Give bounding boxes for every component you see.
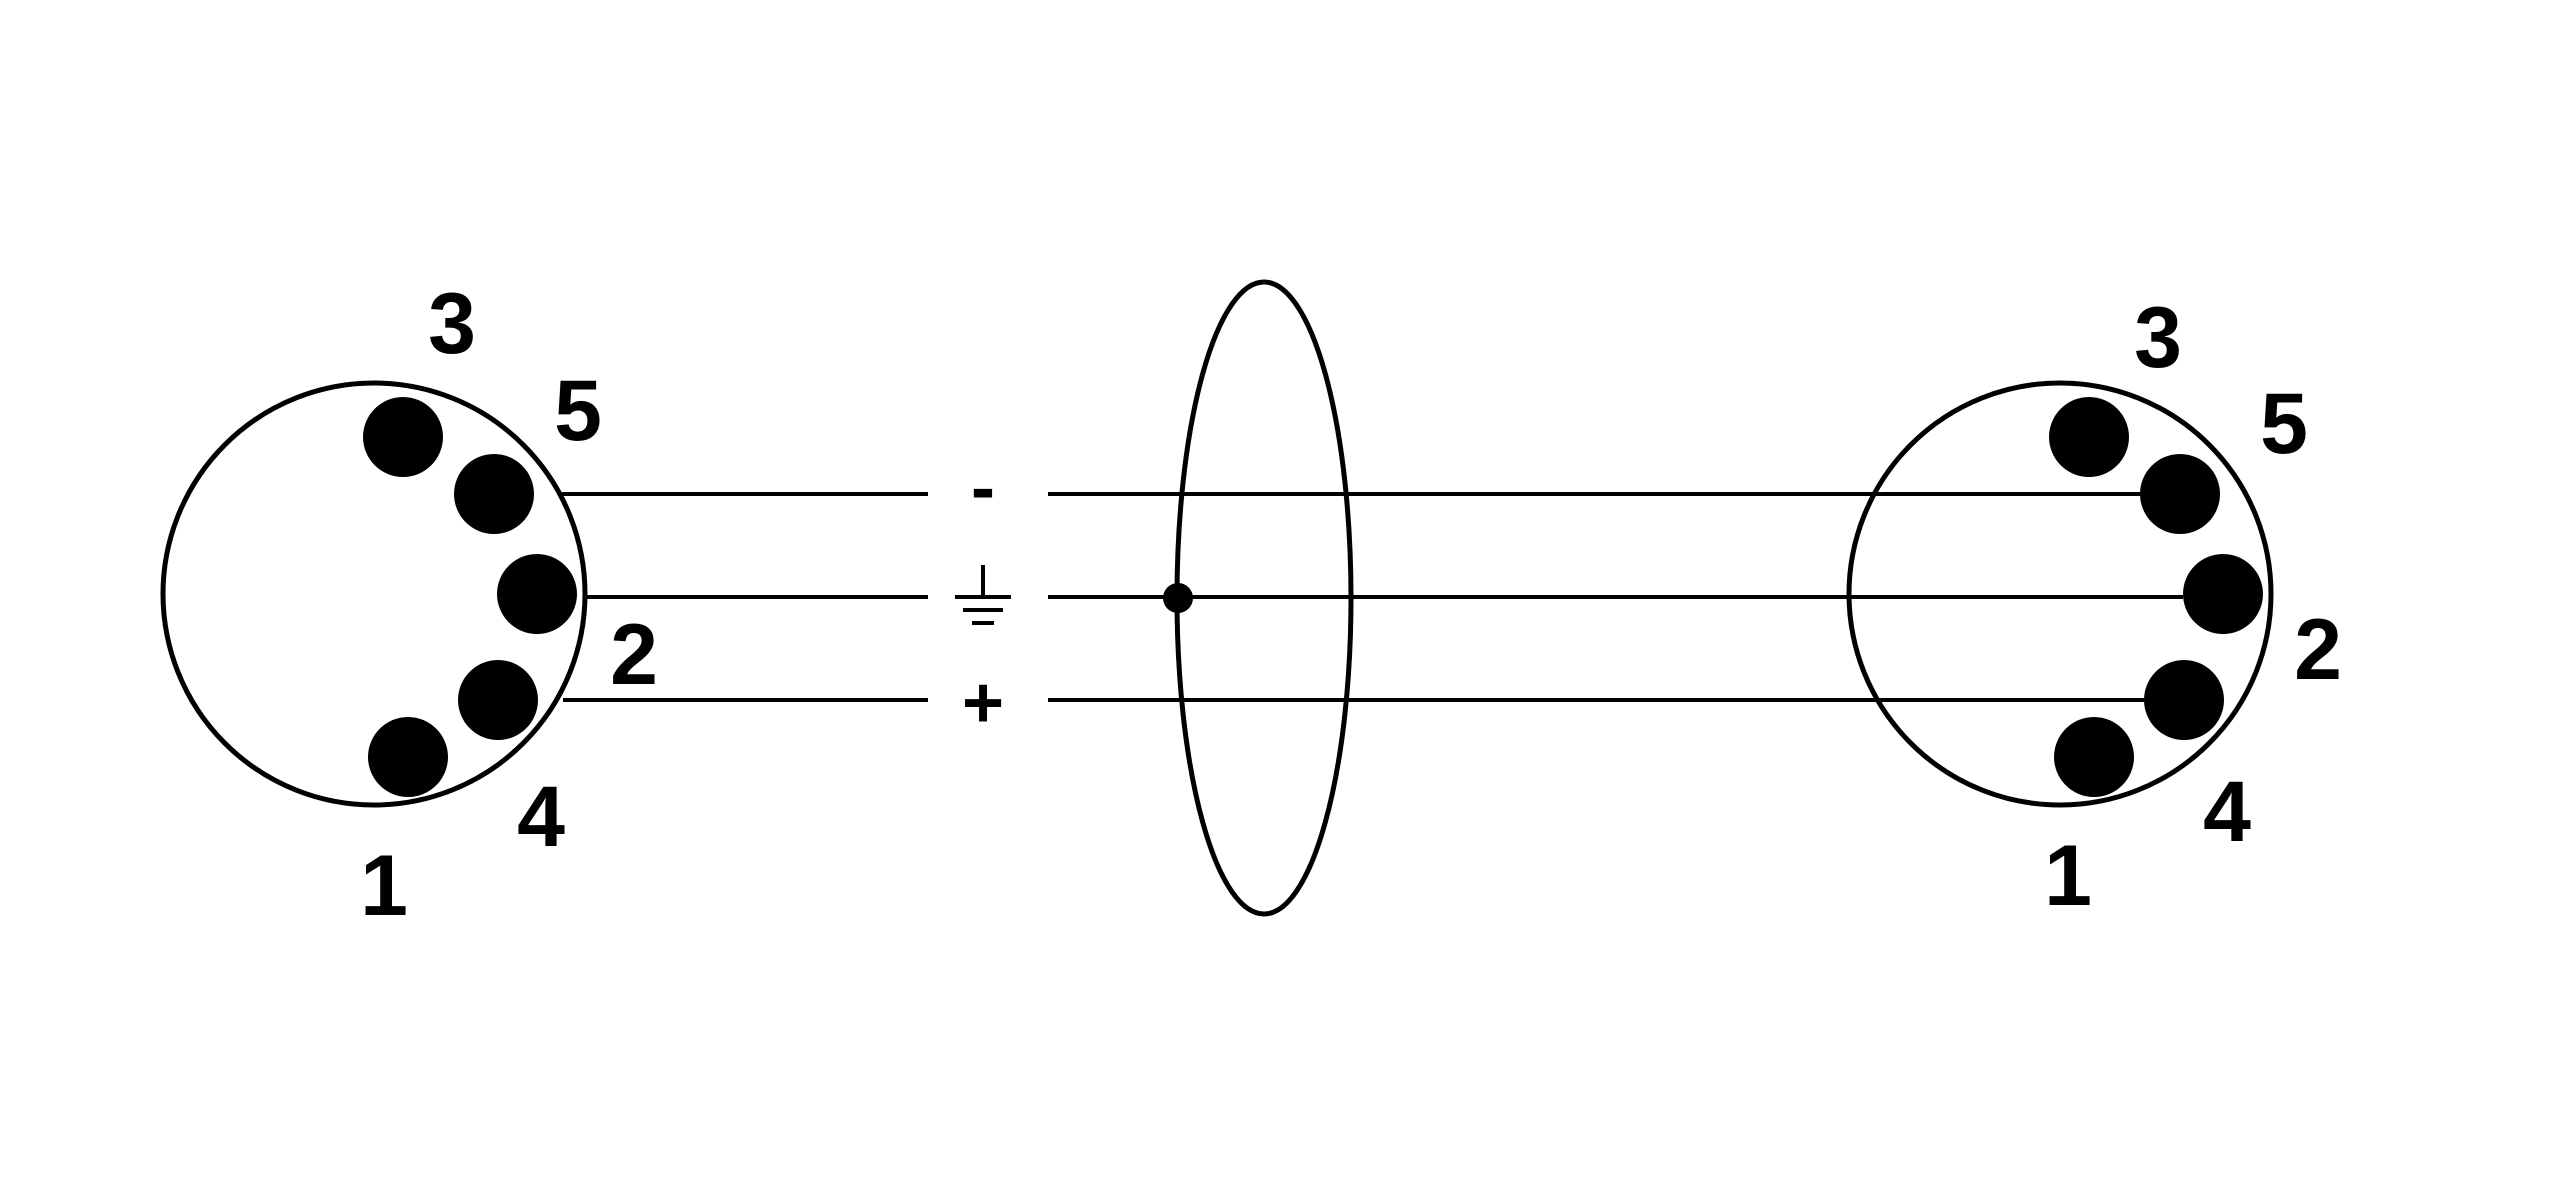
right-pin-5 bbox=[2140, 454, 2220, 534]
left-pin-5 bbox=[454, 454, 534, 534]
right-pin-label-3: 3 bbox=[2134, 290, 2182, 386]
left-pin-3 bbox=[363, 397, 443, 477]
ground-icon bbox=[955, 565, 1011, 625]
left-pin-label-4: 4 bbox=[517, 769, 565, 865]
right-pin-4 bbox=[2144, 660, 2224, 740]
right-pin-label-4: 4 bbox=[2203, 764, 2251, 860]
right-pin-label-5: 5 bbox=[2260, 376, 2308, 472]
left-pin-label-5: 5 bbox=[554, 363, 602, 459]
left-connector-body bbox=[160, 380, 588, 808]
right-pin-2 bbox=[2183, 554, 2263, 634]
shield-junction-dot bbox=[1163, 583, 1193, 613]
left-pin-label-2: 2 bbox=[610, 607, 658, 703]
left-pin-2 bbox=[497, 554, 577, 634]
signal-minus-label: - bbox=[971, 448, 995, 528]
left-pin-4 bbox=[458, 660, 538, 740]
left-pin-1 bbox=[368, 717, 448, 797]
left-pin-label-3: 3 bbox=[428, 276, 476, 372]
right-connector: 3 5 2 4 1 bbox=[1846, 290, 2342, 924]
right-pin-3 bbox=[2049, 397, 2129, 477]
right-connector-body bbox=[1846, 380, 2274, 808]
cable-wires bbox=[562, 492, 2183, 702]
right-pin-label-1: 1 bbox=[2044, 828, 2092, 924]
right-pin-1 bbox=[2054, 717, 2134, 797]
signal-plus-label: + bbox=[962, 663, 1004, 743]
left-connector: 3 5 2 4 1 bbox=[160, 276, 658, 934]
left-pin-label-1: 1 bbox=[360, 838, 408, 934]
right-pin-label-2: 2 bbox=[2294, 602, 2342, 698]
